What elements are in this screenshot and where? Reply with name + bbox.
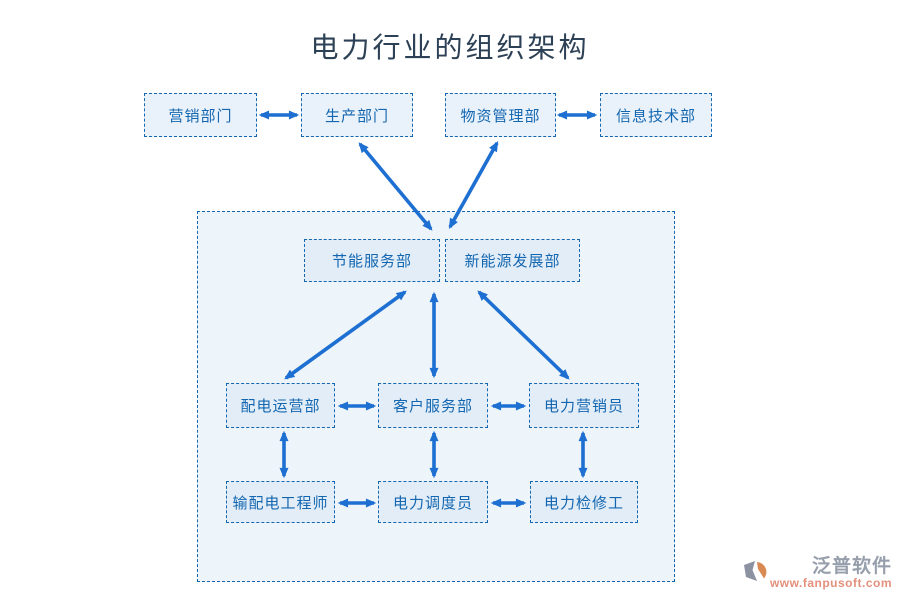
node-label: 信息技术部 <box>615 107 696 125</box>
node-label: 新能源发展部 <box>464 253 561 270</box>
node-label: 生产部门 <box>324 107 389 125</box>
diagram-title: 电力行业的组织架构 <box>310 33 590 64</box>
node-information-technology-dept: 信息技术部 <box>600 93 712 137</box>
node-label: 物资管理部 <box>460 107 541 125</box>
node-label: 营销部门 <box>168 107 233 125</box>
node-label: 电力营销员 <box>543 398 624 415</box>
node-production-dept: 生产部门 <box>301 93 413 137</box>
node-label: 电力调度员 <box>392 494 473 512</box>
fanpu-url: www.fanpusoft.com <box>769 576 892 590</box>
node-materials-management-dept: 物资管理部 <box>445 93 556 137</box>
fanpu-logo-texts: 泛普软件 www.fanpusoft.com <box>770 557 892 590</box>
fanpu-logo-icon <box>743 561 767 581</box>
node-distribution-operations-dept: 配电运营部 <box>226 383 335 428</box>
fanpu-brand-text: 泛普软件 <box>811 556 892 577</box>
node-label: 配电运营部 <box>240 398 321 415</box>
node-energy-saving-service-dept: 节能服务部 <box>304 239 440 282</box>
node-label: 节能服务部 <box>331 253 412 270</box>
node-label: 电力检修工 <box>543 494 624 512</box>
node-transmission-distribution-engineer: 输配电工程师 <box>226 481 335 523</box>
node-marketing-dept: 营销部门 <box>144 93 257 137</box>
fanpu-logo: 泛普软件 www.fanpusoft.com <box>742 557 892 590</box>
node-power-maintenance-worker: 电力检修工 <box>530 481 638 523</box>
node-label: 输配电工程师 <box>232 494 329 512</box>
node-new-energy-development-dept: 新能源发展部 <box>445 239 580 282</box>
node-power-sales-staff: 电力营销员 <box>529 383 639 428</box>
node-customer-service-dept: 客户服务部 <box>378 383 488 428</box>
node-power-dispatcher: 电力调度员 <box>378 481 488 523</box>
node-label: 客户服务部 <box>392 398 473 415</box>
